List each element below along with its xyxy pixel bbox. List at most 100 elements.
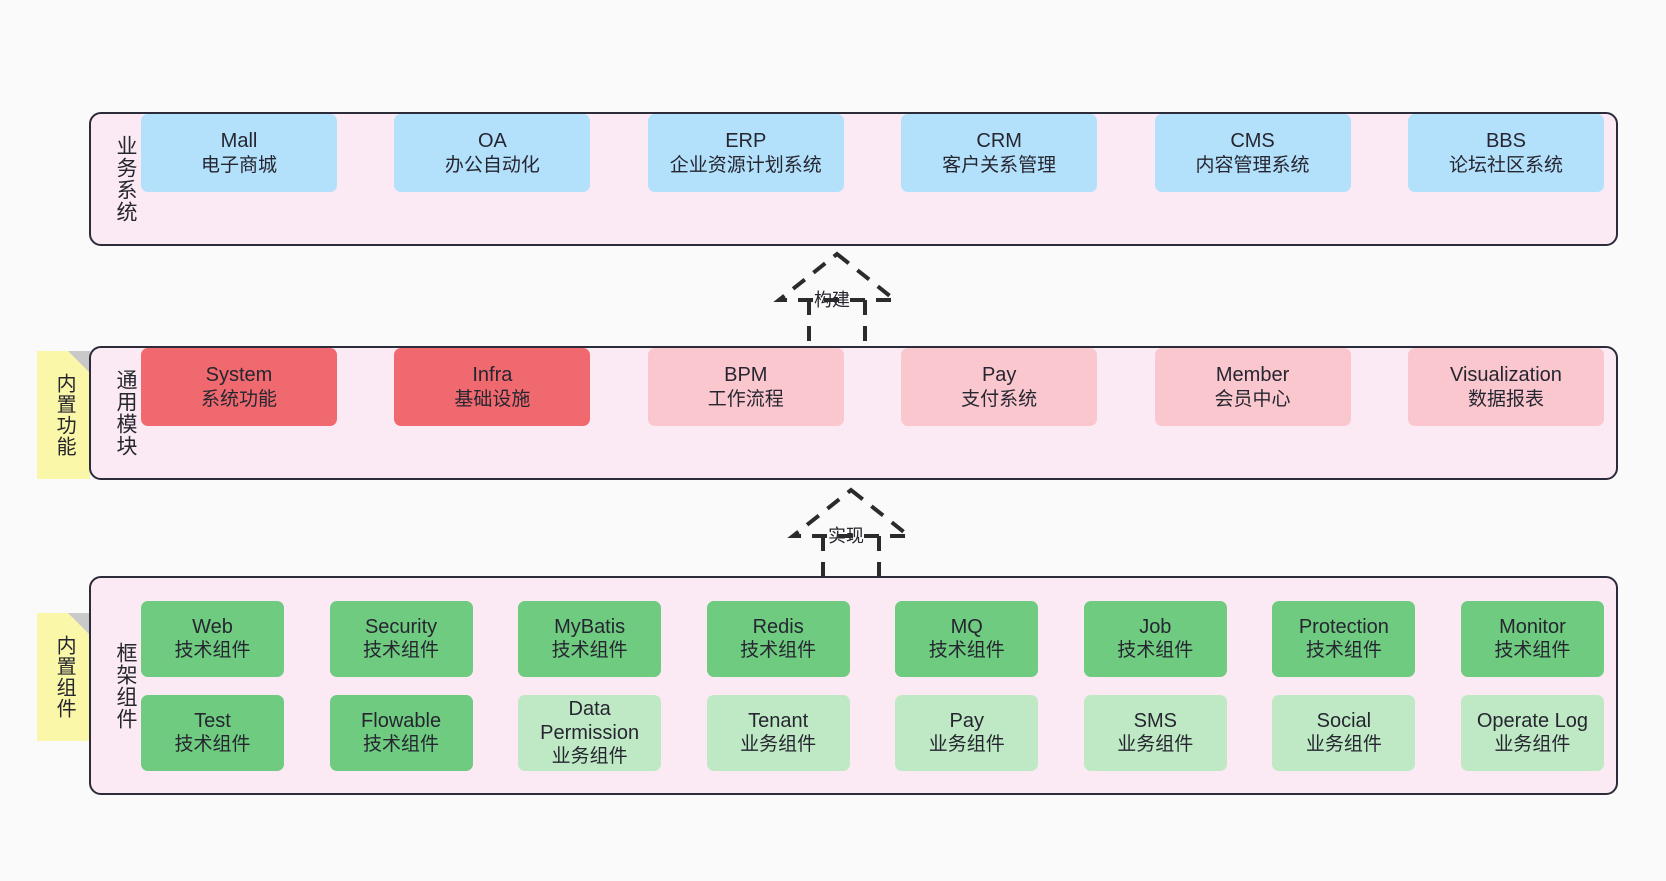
card-security-desc: 技术组件 bbox=[363, 640, 440, 662]
card-mq-name: MQ bbox=[950, 615, 983, 638]
card-operate-log[interactable]: Operate Log 业务组件 bbox=[1460, 694, 1604, 771]
card-visualization-name: Visualization bbox=[1449, 364, 1562, 387]
card-system[interactable]: System 系统功能 bbox=[141, 348, 337, 426]
note-fold-corner-icon bbox=[68, 613, 90, 635]
card-pay-module-name: Pay bbox=[981, 364, 1017, 387]
card-mybatis[interactable]: MyBatis 技术组件 bbox=[518, 600, 662, 677]
business-system-card-list: Mall 电子商城 OA 办公自动化 ERP 企业资源计划系统 CRM 客户关系… bbox=[137, 114, 1616, 244]
card-member-desc: 会员中心 bbox=[1214, 388, 1291, 410]
card-operate-log-desc: 业务组件 bbox=[1494, 734, 1571, 756]
note-builtin-function: 内置功能 bbox=[37, 351, 90, 479]
card-oa-name: OA bbox=[477, 130, 507, 153]
card-sms[interactable]: SMS 业务组件 bbox=[1083, 694, 1227, 771]
card-protection-desc: 技术组件 bbox=[1305, 640, 1382, 662]
note-builtin-function-text: 内置功能 bbox=[53, 373, 76, 457]
card-bpm[interactable]: BPM 工作流程 bbox=[647, 348, 844, 426]
card-test-desc: 技术组件 bbox=[174, 734, 251, 756]
card-pay-component[interactable]: Pay 业务组件 bbox=[895, 694, 1039, 771]
card-data-permission-desc: 业务组件 bbox=[551, 746, 628, 768]
card-social-desc: 业务组件 bbox=[1305, 734, 1382, 756]
card-redis-desc: 技术组件 bbox=[740, 640, 817, 662]
arrow-implement-icon bbox=[787, 487, 915, 580]
card-redis-name: Redis bbox=[752, 615, 804, 638]
arrow-build-icon bbox=[773, 251, 901, 344]
card-pay-component-desc: 业务组件 bbox=[928, 734, 1005, 756]
card-monitor[interactable]: Monitor 技术组件 bbox=[1460, 600, 1604, 677]
card-mall-name: Mall bbox=[220, 130, 258, 153]
card-web[interactable]: Web 技术组件 bbox=[141, 600, 284, 677]
card-cms[interactable]: CMS 内容管理系统 bbox=[1154, 114, 1351, 192]
card-mall[interactable]: Mall 电子商城 bbox=[141, 114, 337, 192]
card-infra-desc: 基础设施 bbox=[454, 388, 531, 410]
card-erp-desc: 企业资源计划系统 bbox=[669, 154, 822, 176]
card-bpm-desc: 工作流程 bbox=[707, 388, 784, 410]
card-operate-log-name: Operate Log bbox=[1476, 709, 1589, 732]
layer-common-modules: 通用模块 System 系统功能 Infra 基础设施 BPM 工作流程 Pay… bbox=[89, 346, 1618, 480]
card-social-name: Social bbox=[1316, 709, 1372, 732]
note-builtin-component-text: 内置组件 bbox=[53, 635, 76, 719]
layer-title-business-system: 业务系统 bbox=[114, 135, 137, 223]
card-cms-desc: 内容管理系统 bbox=[1195, 154, 1310, 176]
arrow-implement-label: 实现 bbox=[828, 526, 864, 546]
card-sms-name: SMS bbox=[1133, 709, 1177, 732]
card-protection-name: Protection bbox=[1298, 615, 1389, 638]
layer-framework-components: 框架组件 Web 技术组件 Security 技术组件 MyBatis 技术组件… bbox=[89, 576, 1618, 795]
card-tenant-desc: 业务组件 bbox=[740, 734, 817, 756]
layer-title-common-modules: 通用模块 bbox=[114, 369, 137, 457]
card-job-name: Job bbox=[1139, 615, 1172, 638]
card-bbs-name: BBS bbox=[1485, 130, 1526, 153]
card-redis[interactable]: Redis 技术组件 bbox=[706, 600, 850, 677]
framework-row-business: Test 技术组件 Flowable 技术组件 Data Permission … bbox=[141, 694, 1604, 771]
card-pay-component-name: Pay bbox=[949, 709, 984, 732]
note-fold-corner-icon bbox=[68, 351, 90, 373]
card-sms-desc: 业务组件 bbox=[1117, 734, 1194, 756]
card-bbs[interactable]: BBS 论坛社区系统 bbox=[1407, 114, 1604, 192]
card-visualization[interactable]: Visualization 数据报表 bbox=[1407, 348, 1604, 426]
arrow-implement: 实现 bbox=[766, 484, 936, 580]
card-crm-desc: 客户关系管理 bbox=[942, 154, 1057, 176]
card-tenant[interactable]: Tenant 业务组件 bbox=[706, 694, 850, 771]
card-system-desc: 系统功能 bbox=[200, 388, 277, 410]
card-social[interactable]: Social 业务组件 bbox=[1272, 694, 1416, 771]
layer-title-framework-components: 框架组件 bbox=[114, 641, 137, 730]
card-mybatis-name: MyBatis bbox=[554, 615, 626, 638]
card-job[interactable]: Job 技术组件 bbox=[1083, 600, 1227, 677]
card-security[interactable]: Security 技术组件 bbox=[329, 600, 473, 677]
card-oa-desc: 办公自动化 bbox=[444, 154, 540, 176]
card-monitor-name: Monitor bbox=[1499, 615, 1566, 638]
card-system-name: System bbox=[205, 364, 273, 387]
card-data-permission[interactable]: Data Permission 业务组件 bbox=[518, 694, 662, 771]
card-web-desc: 技术组件 bbox=[174, 640, 251, 662]
card-flowable-desc: 技术组件 bbox=[363, 734, 440, 756]
card-visualization-desc: 数据报表 bbox=[1467, 388, 1544, 410]
card-infra[interactable]: Infra 基础设施 bbox=[394, 348, 591, 426]
card-flowable-name: Flowable bbox=[361, 709, 442, 732]
card-erp[interactable]: ERP 企业资源计划系统 bbox=[647, 114, 844, 192]
card-protection[interactable]: Protection 技术组件 bbox=[1272, 600, 1416, 677]
card-crm[interactable]: CRM 客户关系管理 bbox=[901, 114, 1098, 192]
card-mybatis-desc: 技术组件 bbox=[551, 640, 628, 662]
card-flowable[interactable]: Flowable 技术组件 bbox=[329, 694, 473, 771]
note-builtin-component: 内置组件 bbox=[37, 613, 90, 741]
card-test[interactable]: Test 技术组件 bbox=[141, 694, 284, 771]
common-modules-card-list: System 系统功能 Infra 基础设施 BPM 工作流程 Pay 支付系统… bbox=[137, 348, 1616, 478]
card-data-permission-name: Data Permission bbox=[540, 697, 640, 744]
card-mall-desc: 电子商城 bbox=[200, 154, 277, 176]
card-job-desc: 技术组件 bbox=[1117, 640, 1194, 662]
card-monitor-desc: 技术组件 bbox=[1494, 640, 1571, 662]
arrow-build-label: 构建 bbox=[814, 290, 850, 310]
framework-row-tech: Web 技术组件 Security 技术组件 MyBatis 技术组件 Redi… bbox=[141, 600, 1604, 677]
card-mq[interactable]: MQ 技术组件 bbox=[895, 600, 1039, 677]
card-tenant-name: Tenant bbox=[748, 709, 809, 732]
card-oa[interactable]: OA 办公自动化 bbox=[394, 114, 591, 192]
card-pay-module[interactable]: Pay 支付系统 bbox=[901, 348, 1098, 426]
layer-business-system: 业务系统 Mall 电子商城 OA 办公自动化 ERP 企业资源计划系统 CRM… bbox=[89, 112, 1618, 246]
card-pay-module-desc: 支付系统 bbox=[961, 388, 1038, 410]
card-crm-name: CRM bbox=[976, 130, 1022, 153]
card-member[interactable]: Member 会员中心 bbox=[1154, 348, 1351, 426]
card-security-name: Security bbox=[364, 615, 438, 638]
card-infra-name: Infra bbox=[472, 364, 513, 387]
card-bbs-desc: 论坛社区系统 bbox=[1448, 154, 1563, 176]
card-member-name: Member bbox=[1215, 364, 1290, 387]
